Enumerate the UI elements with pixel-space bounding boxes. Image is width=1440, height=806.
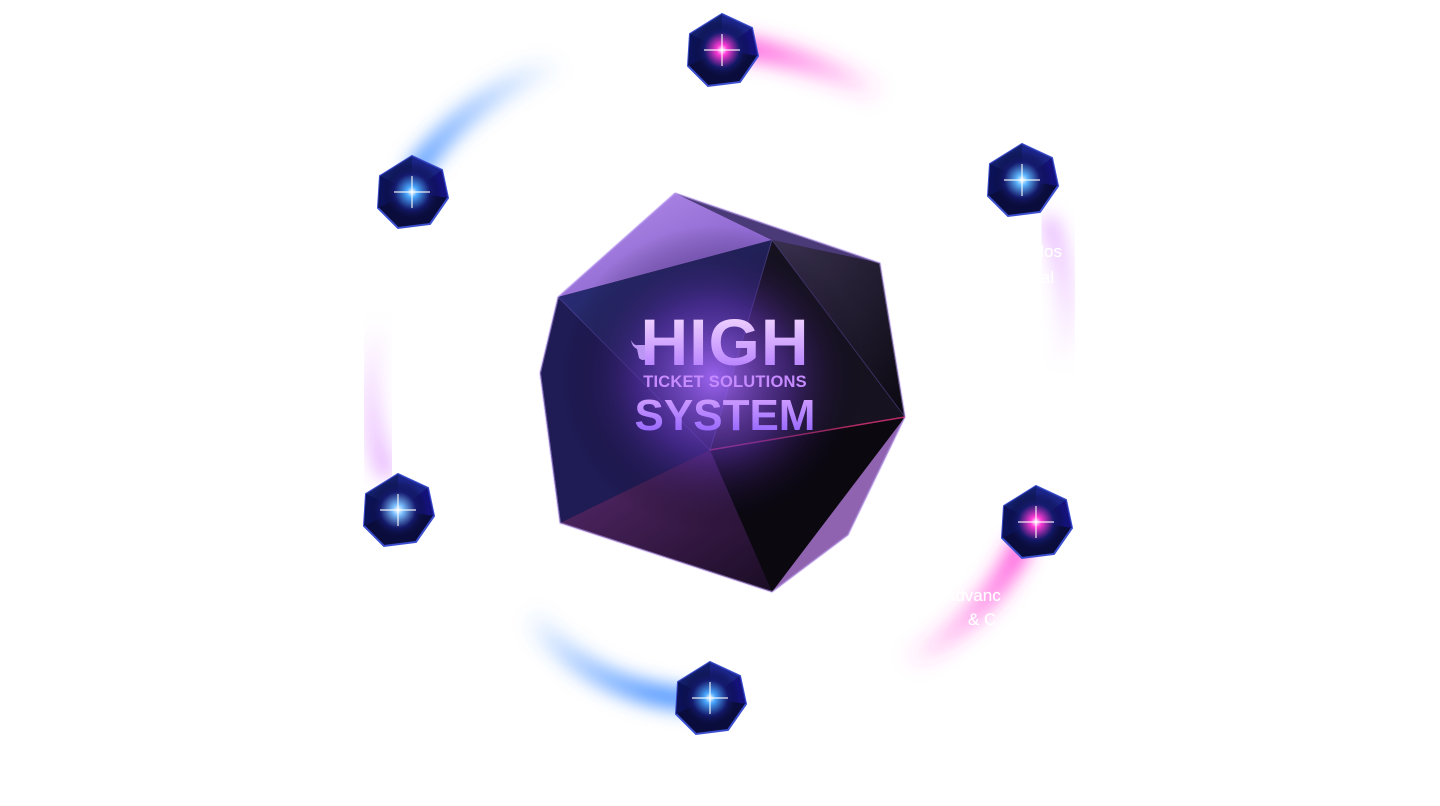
node-gem-upper-left[interactable] <box>372 152 452 232</box>
label-line: & C <box>968 610 997 629</box>
node-gem-top[interactable] <box>682 10 762 90</box>
node-gem-upper-right[interactable] <box>982 140 1062 220</box>
gem-icon <box>986 142 1060 218</box>
node-gem-lower-left[interactable] <box>358 470 438 550</box>
central-polyhedron <box>530 185 910 600</box>
gem-icon <box>1000 484 1074 560</box>
node-gem-bottom[interactable] <box>670 658 750 738</box>
bull-icon <box>631 340 655 360</box>
node-label-lower-right: Advanc <box>944 584 1001 608</box>
gem-icon <box>686 12 760 88</box>
label-line: Clos <box>1028 242 1063 261</box>
node-label-upper-right: Clos <box>1028 240 1062 264</box>
node-label-lower-right-2: & C <box>968 608 996 632</box>
gem-icon <box>362 472 436 548</box>
node-gem-lower-right[interactable] <box>996 482 1076 562</box>
label-line: Advanc <box>944 586 1001 605</box>
label-line: onal <box>1022 268 1055 287</box>
gem-icon <box>674 660 748 736</box>
node-label-upper-right-2: onal <box>1022 266 1054 290</box>
gem-icon <box>376 154 450 230</box>
